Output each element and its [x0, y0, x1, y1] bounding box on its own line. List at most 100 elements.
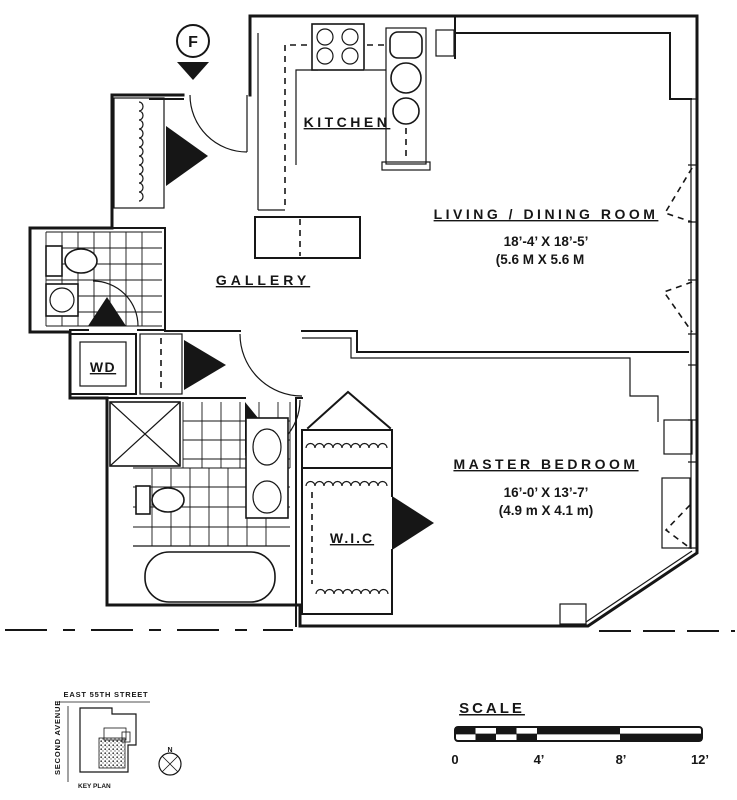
- half-bath-walls: [69, 227, 166, 331]
- bifold-door: [306, 390, 392, 430]
- gallery: GALLERY: [216, 272, 310, 288]
- vanity: [245, 417, 289, 519]
- kitchen-sink: [389, 31, 423, 59]
- living-dining-size-m: (5.6 M X 5.6 M: [496, 252, 585, 267]
- compass-circle: [158, 752, 182, 776]
- convector-unit: [661, 477, 691, 549]
- key-plan-unit-outline: [121, 731, 131, 743]
- scale-segment: [537, 727, 620, 734]
- compass-cross-icon: [161, 755, 179, 773]
- wd-outer-box: [69, 333, 137, 395]
- compass-north-label: N: [167, 747, 172, 754]
- sink: [49, 287, 75, 313]
- toilet-tank: [45, 245, 63, 277]
- casement-swing: [664, 504, 691, 549]
- half-bath-door-arc: [92, 280, 139, 327]
- living-dining-room: LIVING / DINING ROOM 18’-4’ X 18’-5’ (5.…: [434, 206, 659, 267]
- lot-lines: [5, 629, 735, 632]
- outline-path: [28, 14, 699, 628]
- chamfer-window-line: [585, 550, 693, 623]
- scale-segment: [475, 734, 496, 741]
- scale-tick-8: 8’: [616, 752, 627, 767]
- refrigerator-icon: [390, 62, 422, 94]
- street-left-label: SECOND AVENUE: [53, 700, 62, 775]
- scale-segment: [620, 734, 702, 741]
- linen-door-icon: [184, 340, 226, 390]
- vanity-sink: [252, 480, 282, 514]
- street-top-label: EAST 55TH STREET: [64, 690, 149, 699]
- toilet-tank: [135, 485, 151, 515]
- windows: [559, 98, 697, 625]
- wic-walls: [301, 467, 393, 615]
- kitchen: KITCHEN: [254, 15, 456, 259]
- closet-rod: [138, 101, 144, 202]
- master-bedroom-size-ft: 16’-0’ X 13’-7’: [504, 485, 589, 500]
- kitchen-counter-column: [385, 27, 427, 165]
- sink-counter: [45, 283, 79, 317]
- toilet: [64, 248, 98, 274]
- bedroom-closets: W.I.C: [301, 390, 434, 615]
- scale-tick-0: 0: [451, 752, 458, 767]
- north-closet-box: [301, 429, 393, 469]
- scale-segment: [516, 734, 537, 741]
- vanity-sink: [252, 428, 282, 466]
- hall-door-arc: [239, 333, 303, 397]
- entry-door-arc: [189, 94, 248, 153]
- stove-burner-icon: [316, 28, 334, 46]
- convector-unit: [559, 603, 587, 625]
- scale-tick-4: 4’: [534, 752, 545, 767]
- master-bedroom-label: MASTER BEDROOM: [453, 456, 638, 472]
- counter-dashed-edge: [284, 44, 388, 205]
- bathtub: [144, 551, 276, 603]
- exterior-walls: [28, 14, 699, 628]
- scale-segment: [496, 727, 517, 734]
- laundry-closet: WD: [69, 333, 226, 395]
- half-bath-door-icon: [88, 297, 126, 326]
- wic-label: W.I.C: [330, 530, 374, 546]
- scale-segment: [455, 727, 476, 734]
- refrigerator-icon: [392, 97, 420, 125]
- key-plan-unit-highlight: [98, 737, 126, 769]
- main-bathroom: [109, 401, 291, 603]
- washer-dryer: [79, 341, 127, 387]
- bedroom-north-wall-inner: [302, 337, 659, 422]
- kitchen-south-wall: [254, 216, 361, 259]
- wd-label: WD: [90, 359, 116, 375]
- wic-door-icon: [392, 496, 434, 550]
- top-wall-inner: [454, 32, 692, 100]
- entry-arrow-icon: [177, 62, 209, 80]
- stove-burner-icon: [341, 28, 359, 46]
- key-plan-building: [79, 707, 137, 773]
- foyer-closet: [113, 97, 208, 209]
- master-bedroom-size-m: (4.9 m X 4.1 m): [499, 503, 594, 518]
- bedroom-north-wall: [301, 330, 689, 353]
- kitchen-label: KITCHEN: [304, 114, 391, 130]
- key-plan: EAST 55TH STREET SECOND AVENUE KEY PLAN …: [53, 690, 182, 790]
- counter-front-edge: [295, 69, 386, 165]
- scale-bar: SCALE 0 4’ 8’ 12’: [451, 700, 709, 767]
- shaft-x-icon: [109, 401, 181, 467]
- stove-burner-icon: [341, 47, 359, 65]
- wic-rod-bottom: [315, 588, 389, 595]
- key-plan-caption: KEY PLAN: [78, 783, 111, 790]
- casement-swing: [663, 167, 693, 223]
- living-dining-size-ft: 18’-4’ X 18’-5’: [504, 234, 589, 249]
- counter-left-outer: [257, 33, 285, 211]
- linen-closet: [139, 333, 183, 395]
- half-bathroom: [45, 227, 166, 331]
- toilet: [151, 487, 185, 513]
- closet-door-icon: [166, 126, 208, 186]
- gallery-label: GALLERY: [216, 272, 310, 288]
- living-dining-label: LIVING / DINING ROOM: [434, 206, 659, 222]
- counter-end-cap: [381, 161, 431, 171]
- unit-letter: F: [188, 34, 198, 51]
- scale-tick-12: 12’: [691, 752, 709, 767]
- bath-tiles: [133, 402, 291, 547]
- north-closet-rod: [305, 442, 388, 449]
- master-bedroom: MASTER BEDROOM 16’-0’ X 13’-7’ (4.9 m X …: [453, 456, 638, 518]
- scale-title: SCALE: [459, 700, 525, 717]
- entry-marker: F: [176, 24, 248, 153]
- scale-bar-graphic: [454, 726, 703, 742]
- foyer-closet-box: [113, 97, 165, 209]
